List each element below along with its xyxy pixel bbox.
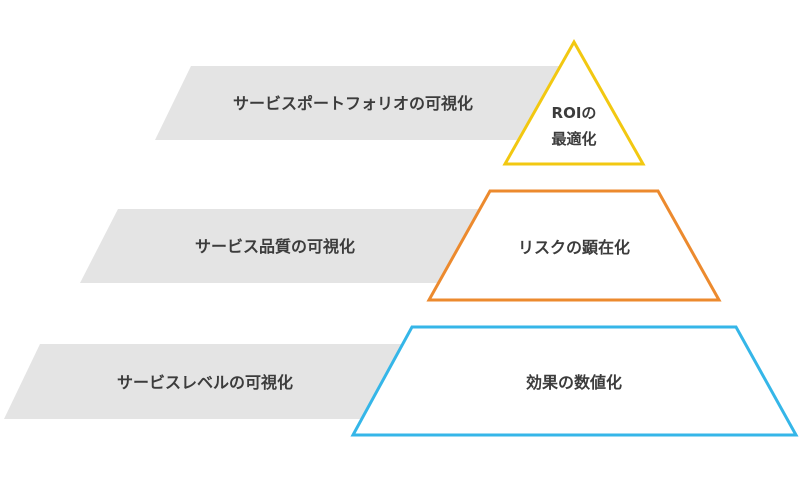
pyramid-label-bottom: 効果の数値化 — [526, 373, 622, 392]
pyramid-tier-middle — [426, 189, 722, 302]
pyramid-label-top-line1: ROIの — [552, 104, 597, 122]
banner-top — [155, 66, 572, 140]
banner-middle — [80, 209, 494, 283]
banner-label-top: サービスポートフォリオの可視化 — [233, 94, 473, 113]
banner-label-bottom: サービスレベルの可視化 — [117, 373, 293, 392]
banner-label-middle: サービス品質の可視化 — [195, 237, 355, 256]
pyramid-tier-bottom — [350, 325, 799, 437]
banner-bottom — [4, 344, 418, 419]
pyramid-tier-top — [502, 38, 646, 166]
pyramid-label-top-line2: 最適化 — [551, 130, 596, 148]
pyramid-label-middle: リスクの顕在化 — [518, 238, 630, 257]
